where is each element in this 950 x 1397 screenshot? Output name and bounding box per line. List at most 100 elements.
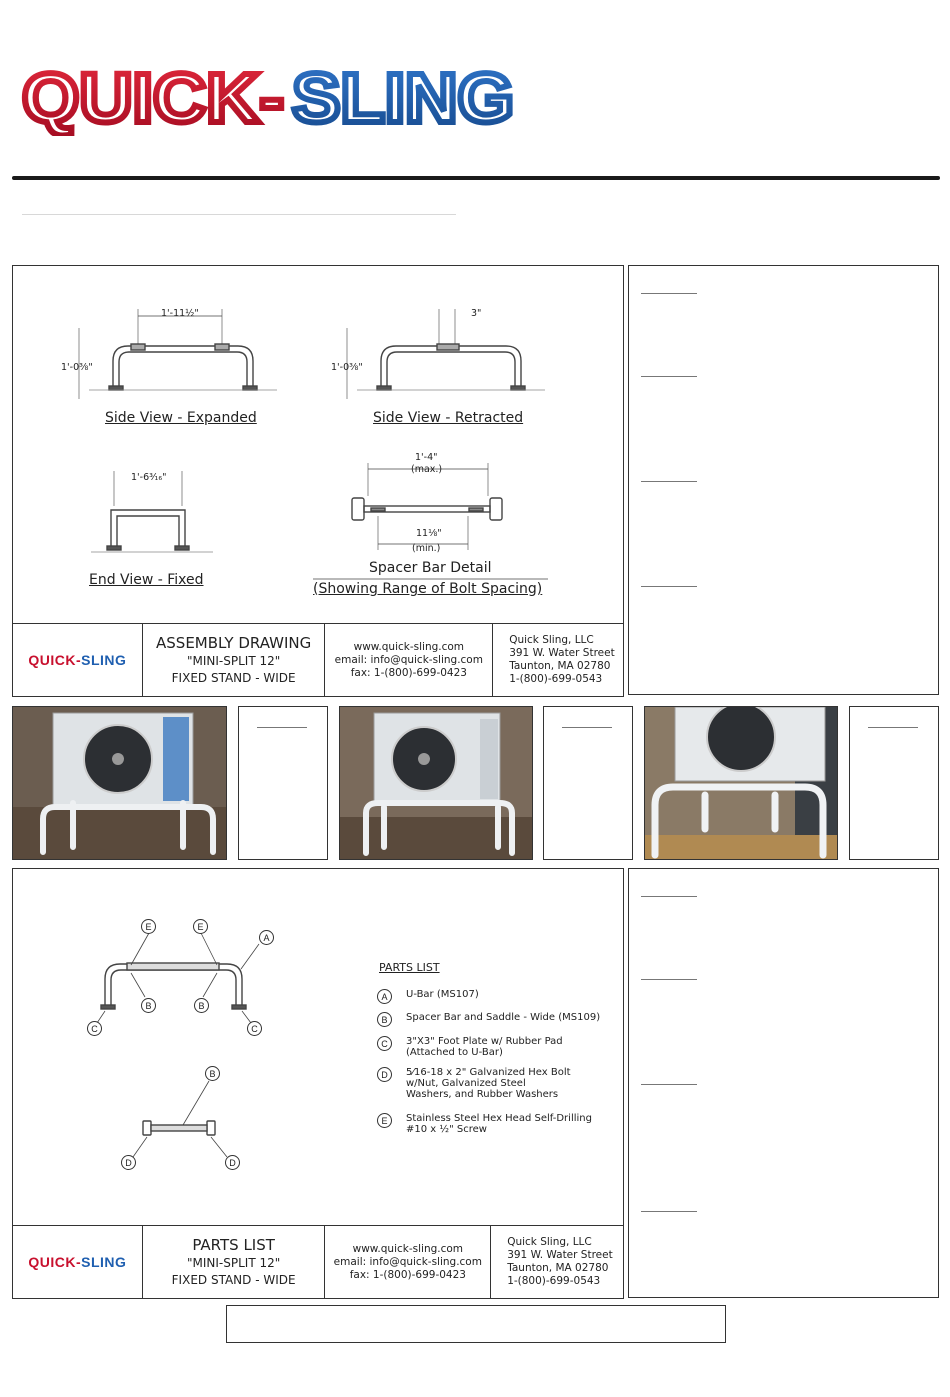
parts-list-item-c: C 3"X3" Foot Plate w/ Rubber Pad (Attach…: [377, 1036, 563, 1058]
product-photo-1: [12, 706, 227, 860]
dim-expanded-height: 1'-0⅜": [61, 362, 93, 373]
mini-split-unit-photo-icon: [645, 707, 837, 859]
part-desc-2: #10 x ½" Screw: [406, 1124, 487, 1135]
notes-rule: [641, 1084, 697, 1085]
drawing-subtitle-model: "MINI-SPLIT 12": [186, 653, 281, 668]
drawing-title: ASSEMBLY DRAWING: [156, 633, 312, 652]
callout-b-1: B: [141, 998, 156, 1013]
fax-number: fax: 1-(800)-699-0423: [350, 666, 467, 679]
website-link[interactable]: www.quick-sling.com: [353, 640, 465, 653]
company-phone: 1-(800)-699-0543: [509, 673, 603, 685]
callout-c-2: C: [247, 1021, 262, 1036]
callout-a: A: [259, 930, 274, 945]
caption-rule: [562, 727, 612, 728]
dim-retracted-gap: 3": [471, 308, 482, 319]
title-block-logo-quick: QUICK-: [28, 652, 82, 668]
parts-list-item-e: E Stainless Steel Hex Head Self-Drilling…: [377, 1113, 592, 1135]
callout-b-2: B: [194, 998, 209, 1013]
product-photo-3: [644, 706, 838, 860]
callout-b-3: B: [205, 1066, 220, 1081]
svg-text:QUICK-: QUICK-: [22, 66, 284, 136]
photo-caption-box-3: [849, 706, 939, 860]
product-photo-2: [339, 706, 533, 860]
part-desc: 3"X3" Foot Plate w/ Rubber Pad: [406, 1036, 563, 1047]
company-street: 391 W. Water Street: [509, 647, 615, 659]
dim-spacer-min-label: (min.): [412, 543, 441, 554]
title-block-title: ASSEMBLY DRAWING "MINI-SPLIT 12" FIXED S…: [143, 624, 326, 696]
part-desc-2: (Attached to U-Bar): [406, 1047, 503, 1058]
drawing-subtitle-type: FIXED STAND - WIDE: [171, 1272, 296, 1287]
quick-sling-logo: QUICK- SLING: [20, 66, 517, 136]
drawing-title: PARTS LIST: [192, 1235, 275, 1254]
title-block-logo-sling: SLING: [81, 1254, 127, 1270]
dim-end-width: 1'-6³⁄₁₆": [131, 472, 167, 483]
caption-rule: [257, 727, 307, 728]
title-block-title: PARTS LIST "MINI-SPLIT 12" FIXED STAND -…: [143, 1226, 326, 1298]
assembly-drawing-panel: 1'-11½" 1'-0⅜" 3" 1'-0⅜" 1'-6³⁄₁₆" 1'-4"…: [12, 265, 624, 697]
title-block-address: Quick Sling, LLC 391 W. Water Street Tau…: [493, 624, 623, 696]
part-letter: E: [377, 1113, 392, 1128]
part-letter: C: [377, 1036, 392, 1051]
title-block-contact: www.quick-sling.com email: info@quick-sl…: [325, 1226, 492, 1298]
callout-d-1: D: [121, 1155, 136, 1170]
notes-rule: [641, 896, 697, 897]
parts-list-item-d: D 5⁄16-18 x 2" Galvanized Hex Bolt w/Nut…: [377, 1067, 571, 1100]
caption-rule: [868, 727, 918, 728]
notes-rule: [641, 979, 697, 980]
part-desc: Spacer Bar and Saddle - Wide (MS109): [406, 1012, 601, 1023]
mini-split-unit-photo-icon: [13, 707, 226, 859]
part-desc-3: Washers, and Rubber Washers: [406, 1089, 559, 1100]
title-block-address: Quick Sling, LLC 391 W. Water Street Tau…: [491, 1226, 623, 1298]
photo-caption-box-2: [543, 706, 633, 860]
part-desc: U-Bar (MS107): [406, 989, 479, 1000]
callout-e-2: E: [193, 919, 208, 934]
title-block-logo: QUICK-SLING: [13, 1226, 143, 1298]
email-link[interactable]: email: info@quick-sling.com: [333, 1255, 482, 1268]
company-city: Taunton, MA 02780: [509, 660, 611, 672]
assembly-title-block: QUICK-SLING ASSEMBLY DRAWING "MINI-SPLIT…: [13, 623, 623, 696]
parts-list-heading: PARTS LIST: [379, 961, 440, 974]
part-desc: Stainless Steel Hex Head Self-Drilling: [406, 1113, 592, 1124]
title-block-contact: www.quick-sling.com email: info@quick-sl…: [325, 624, 494, 696]
svg-text:SLING: SLING: [292, 66, 514, 136]
title-block-logo-quick: QUICK-: [28, 1254, 82, 1270]
part-desc-2: w/Nut, Galvanized Steel: [406, 1078, 526, 1089]
email-link[interactable]: email: info@quick-sling.com: [334, 653, 483, 666]
part-letter: D: [377, 1067, 392, 1082]
notes-panel-bottom: [628, 868, 939, 1298]
company-street: 391 W. Water Street: [507, 1249, 613, 1261]
website-link[interactable]: www.quick-sling.com: [352, 1242, 464, 1255]
notes-panel-top: [628, 265, 939, 695]
caption-spacer-range: (Showing Range of Bolt Spacing): [313, 581, 543, 597]
parts-list-item-a: A U-Bar (MS107): [377, 989, 479, 1004]
notes-rule: [641, 586, 697, 587]
part-desc: 5⁄16-18 x 2" Galvanized Hex Bolt: [406, 1067, 571, 1078]
dim-retracted-height: 1'-0⅜": [331, 362, 363, 373]
company-name: Quick Sling, LLC: [507, 1236, 592, 1248]
caption-spacer-bar: Spacer Bar Detail: [369, 560, 492, 576]
title-block-logo: QUICK-SLING: [13, 624, 143, 696]
footer-box: [226, 1305, 726, 1343]
assembly-drawing-art: [78, 309, 548, 580]
part-letter: A: [377, 989, 392, 1004]
drawing-subtitle-type: FIXED STAND - WIDE: [171, 670, 296, 685]
part-letter: B: [377, 1012, 392, 1027]
company-city: Taunton, MA 02780: [507, 1262, 609, 1274]
dim-expanded-width: 1'-11½": [161, 308, 199, 319]
parts-title-block: QUICK-SLING PARTS LIST "MINI-SPLIT 12" F…: [13, 1225, 623, 1298]
drawing-subtitle-model: "MINI-SPLIT 12": [186, 1255, 281, 1270]
dim-spacer-max-label: (max.): [411, 464, 443, 475]
header-divider: [12, 176, 940, 180]
dim-spacer-max: 1'-4": [415, 452, 438, 463]
notes-rule: [641, 376, 697, 377]
callout-e-1: E: [141, 919, 156, 934]
photo-caption-box-1: [238, 706, 328, 860]
parts-list-item-b: B Spacer Bar and Saddle - Wide (MS109): [377, 1012, 600, 1027]
company-phone: 1-(800)-699-0543: [507, 1275, 601, 1287]
company-name: Quick Sling, LLC: [509, 634, 594, 646]
callout-c-1: C: [87, 1021, 102, 1036]
callout-d-2: D: [225, 1155, 240, 1170]
mini-split-unit-photo-icon: [340, 707, 532, 859]
subheader-divider: [22, 214, 456, 215]
title-block-logo-sling: SLING: [81, 652, 127, 668]
